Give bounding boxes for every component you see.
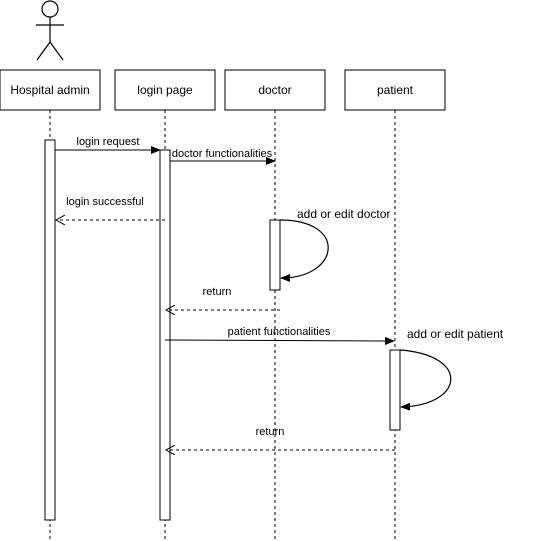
participant-label: doctor <box>258 83 291 97</box>
activation-doctor <box>269 219 281 291</box>
actor-head <box>41 0 59 18</box>
message-label-add-edit-patient: add or edit patient <box>407 327 504 341</box>
actor-figure <box>36 0 64 61</box>
participant-label: login page <box>137 83 193 97</box>
actor-left-leg <box>36 41 51 61</box>
activation-hospital-admin <box>44 139 56 521</box>
participant-label: Hospital admin <box>10 83 89 97</box>
message-add-edit-patient <box>399 349 452 411</box>
participant-login-page: login page <box>114 69 216 111</box>
message-patient-functionalities <box>164 336 395 345</box>
activation-patient <box>389 349 401 431</box>
actor-right-leg <box>49 41 64 61</box>
message-label-login-successful: login successful <box>66 196 144 208</box>
message-label-return-doctor: return <box>203 286 232 298</box>
message-label-patient-functionalities: patient functionalities <box>228 326 331 338</box>
activation-login-page <box>159 149 171 521</box>
participant-patient: patient <box>344 69 446 111</box>
participant-hospital-admin: Hospital admin <box>0 69 101 111</box>
message-add-edit-doctor <box>279 219 329 282</box>
participant-doctor: doctor <box>224 69 326 111</box>
participant-label: patient <box>377 83 414 97</box>
message-label-doctor-functionalities: doctor functionalities <box>172 148 273 160</box>
message-label-return-patient: return <box>256 426 285 438</box>
message-label-add-edit-doctor: add or edit doctor <box>297 207 390 221</box>
message-label-login-request: login request <box>77 136 140 148</box>
